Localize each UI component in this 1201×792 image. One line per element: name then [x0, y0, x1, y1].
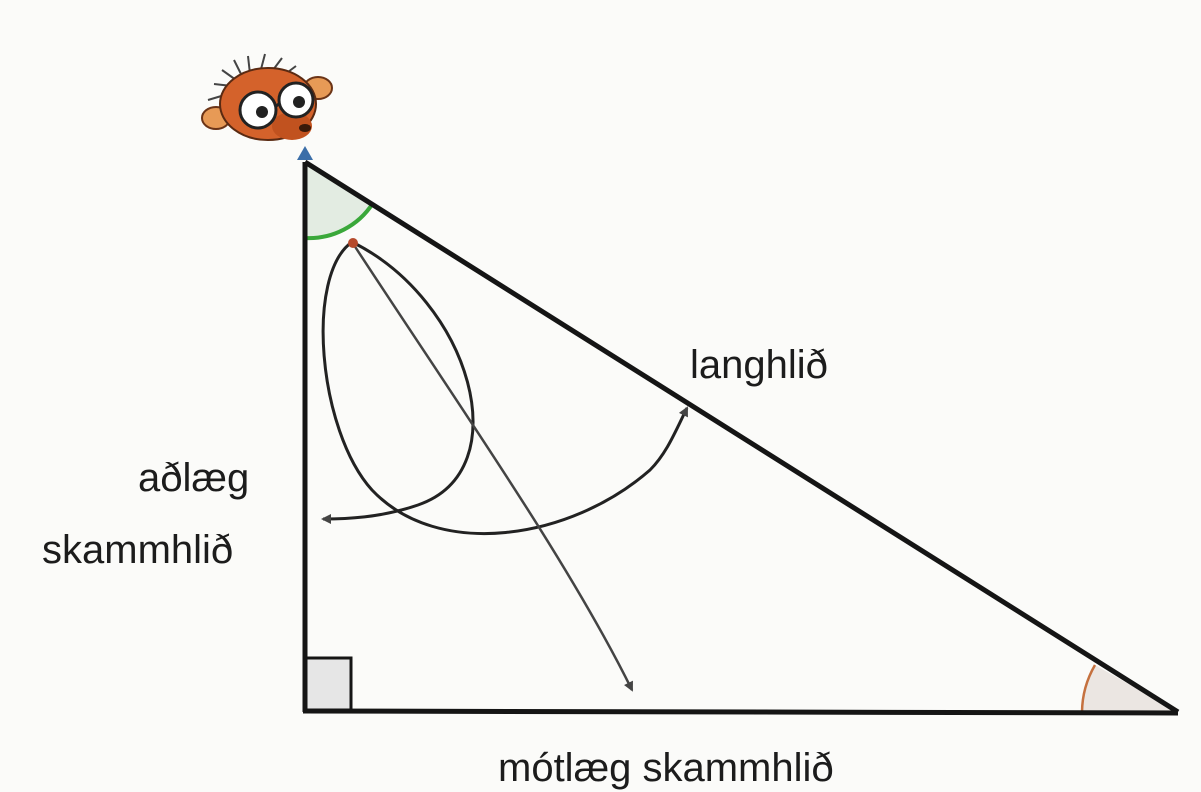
- adjacent-label-line2: skammhlið: [42, 528, 234, 572]
- base-angle-arc: [1080, 664, 1097, 713]
- base-angle-wedge: [1082, 665, 1178, 712]
- curved-arrow-icon: [321, 240, 475, 524]
- opposite-side: [302, 708, 1179, 716]
- hypotenuse-side: [303, 159, 1180, 715]
- apex-angle-wedge: [305, 162, 373, 239]
- adjacent-label-line1: aðlæg: [138, 456, 250, 500]
- curved-arrow-icon: [321, 240, 689, 536]
- straight-arrow-icon: [350, 241, 634, 692]
- hypotenuse-label: langhlið: [690, 343, 828, 387]
- opposite-label: mótlæg skammhlið: [498, 746, 834, 790]
- right-angle-marker-icon: [303, 656, 353, 712]
- apex-angle-arc: [304, 201, 375, 241]
- apex-pointer: [297, 146, 313, 160]
- pivot-dot: [348, 238, 358, 248]
- mascot-character-icon: [201, 53, 333, 141]
